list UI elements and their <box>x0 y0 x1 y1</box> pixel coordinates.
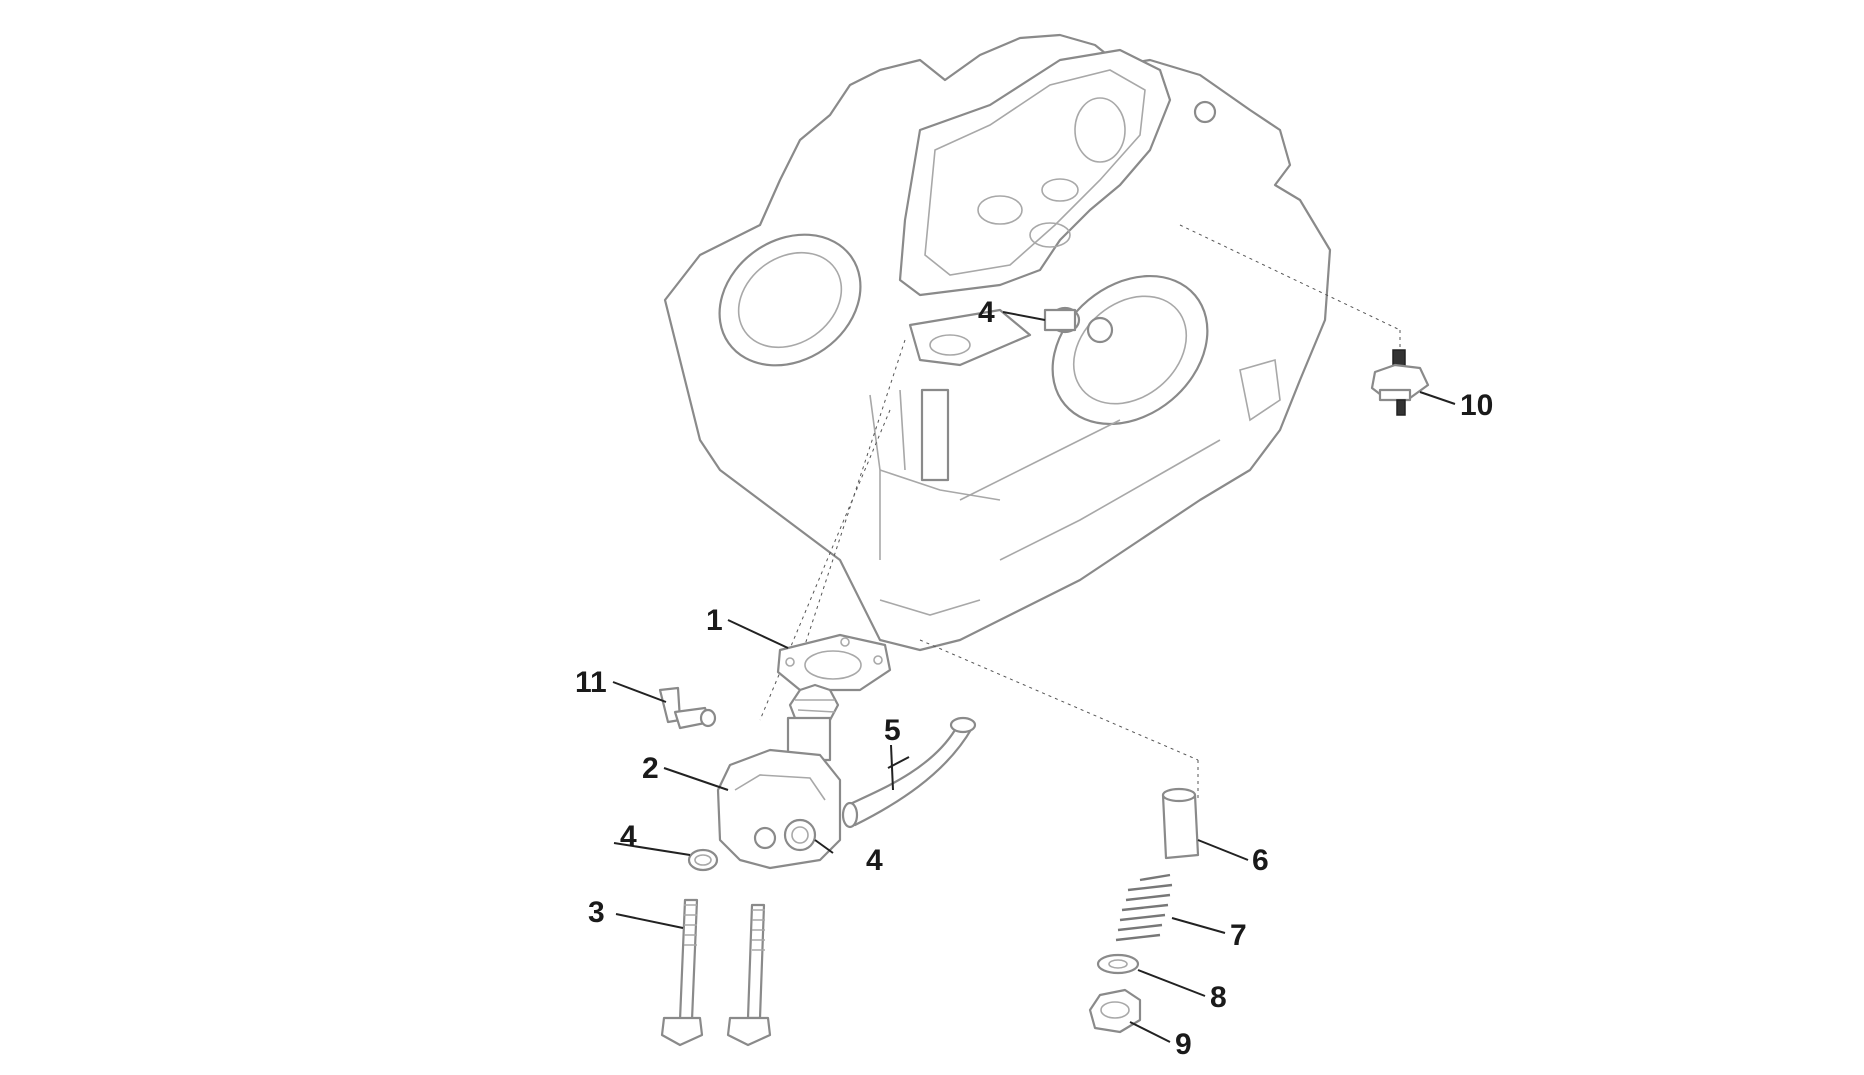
callout-2: 2 <box>642 752 659 785</box>
part-washer <box>1096 953 1140 975</box>
callout-11: 11 <box>575 666 607 699</box>
callout-10: 10 <box>1460 389 1493 422</box>
crankcase <box>663 33 1332 652</box>
callout-4-right: 4 <box>866 844 883 877</box>
part-filter-sleeve <box>1161 787 1200 860</box>
part-gasket <box>776 633 892 692</box>
callout-9: 9 <box>1175 1028 1192 1061</box>
callout-5: 5 <box>884 714 901 747</box>
part-pressure-sensor <box>1370 349 1430 416</box>
part-dowel-top <box>1043 308 1077 332</box>
part-oil-pump <box>687 683 842 872</box>
part-bolts <box>660 898 772 1047</box>
callout-1: 1 <box>706 604 723 637</box>
callout-7: 7 <box>1230 919 1247 952</box>
leader-lines <box>612 311 1456 1043</box>
callout-8: 8 <box>1210 981 1227 1014</box>
callout-6: 6 <box>1252 844 1269 877</box>
callout-4-left: 4 <box>620 820 637 853</box>
part-fitting <box>658 686 717 730</box>
callout-3: 3 <box>588 896 605 929</box>
part-spring <box>1115 873 1173 942</box>
callout-4-top: 4 <box>978 296 995 329</box>
part-plug <box>1088 988 1142 1034</box>
part-pipe <box>841 716 977 829</box>
callout-labels: 1 11 2 4 4 4 5 3 6 7 8 9 10 <box>575 296 1493 1061</box>
